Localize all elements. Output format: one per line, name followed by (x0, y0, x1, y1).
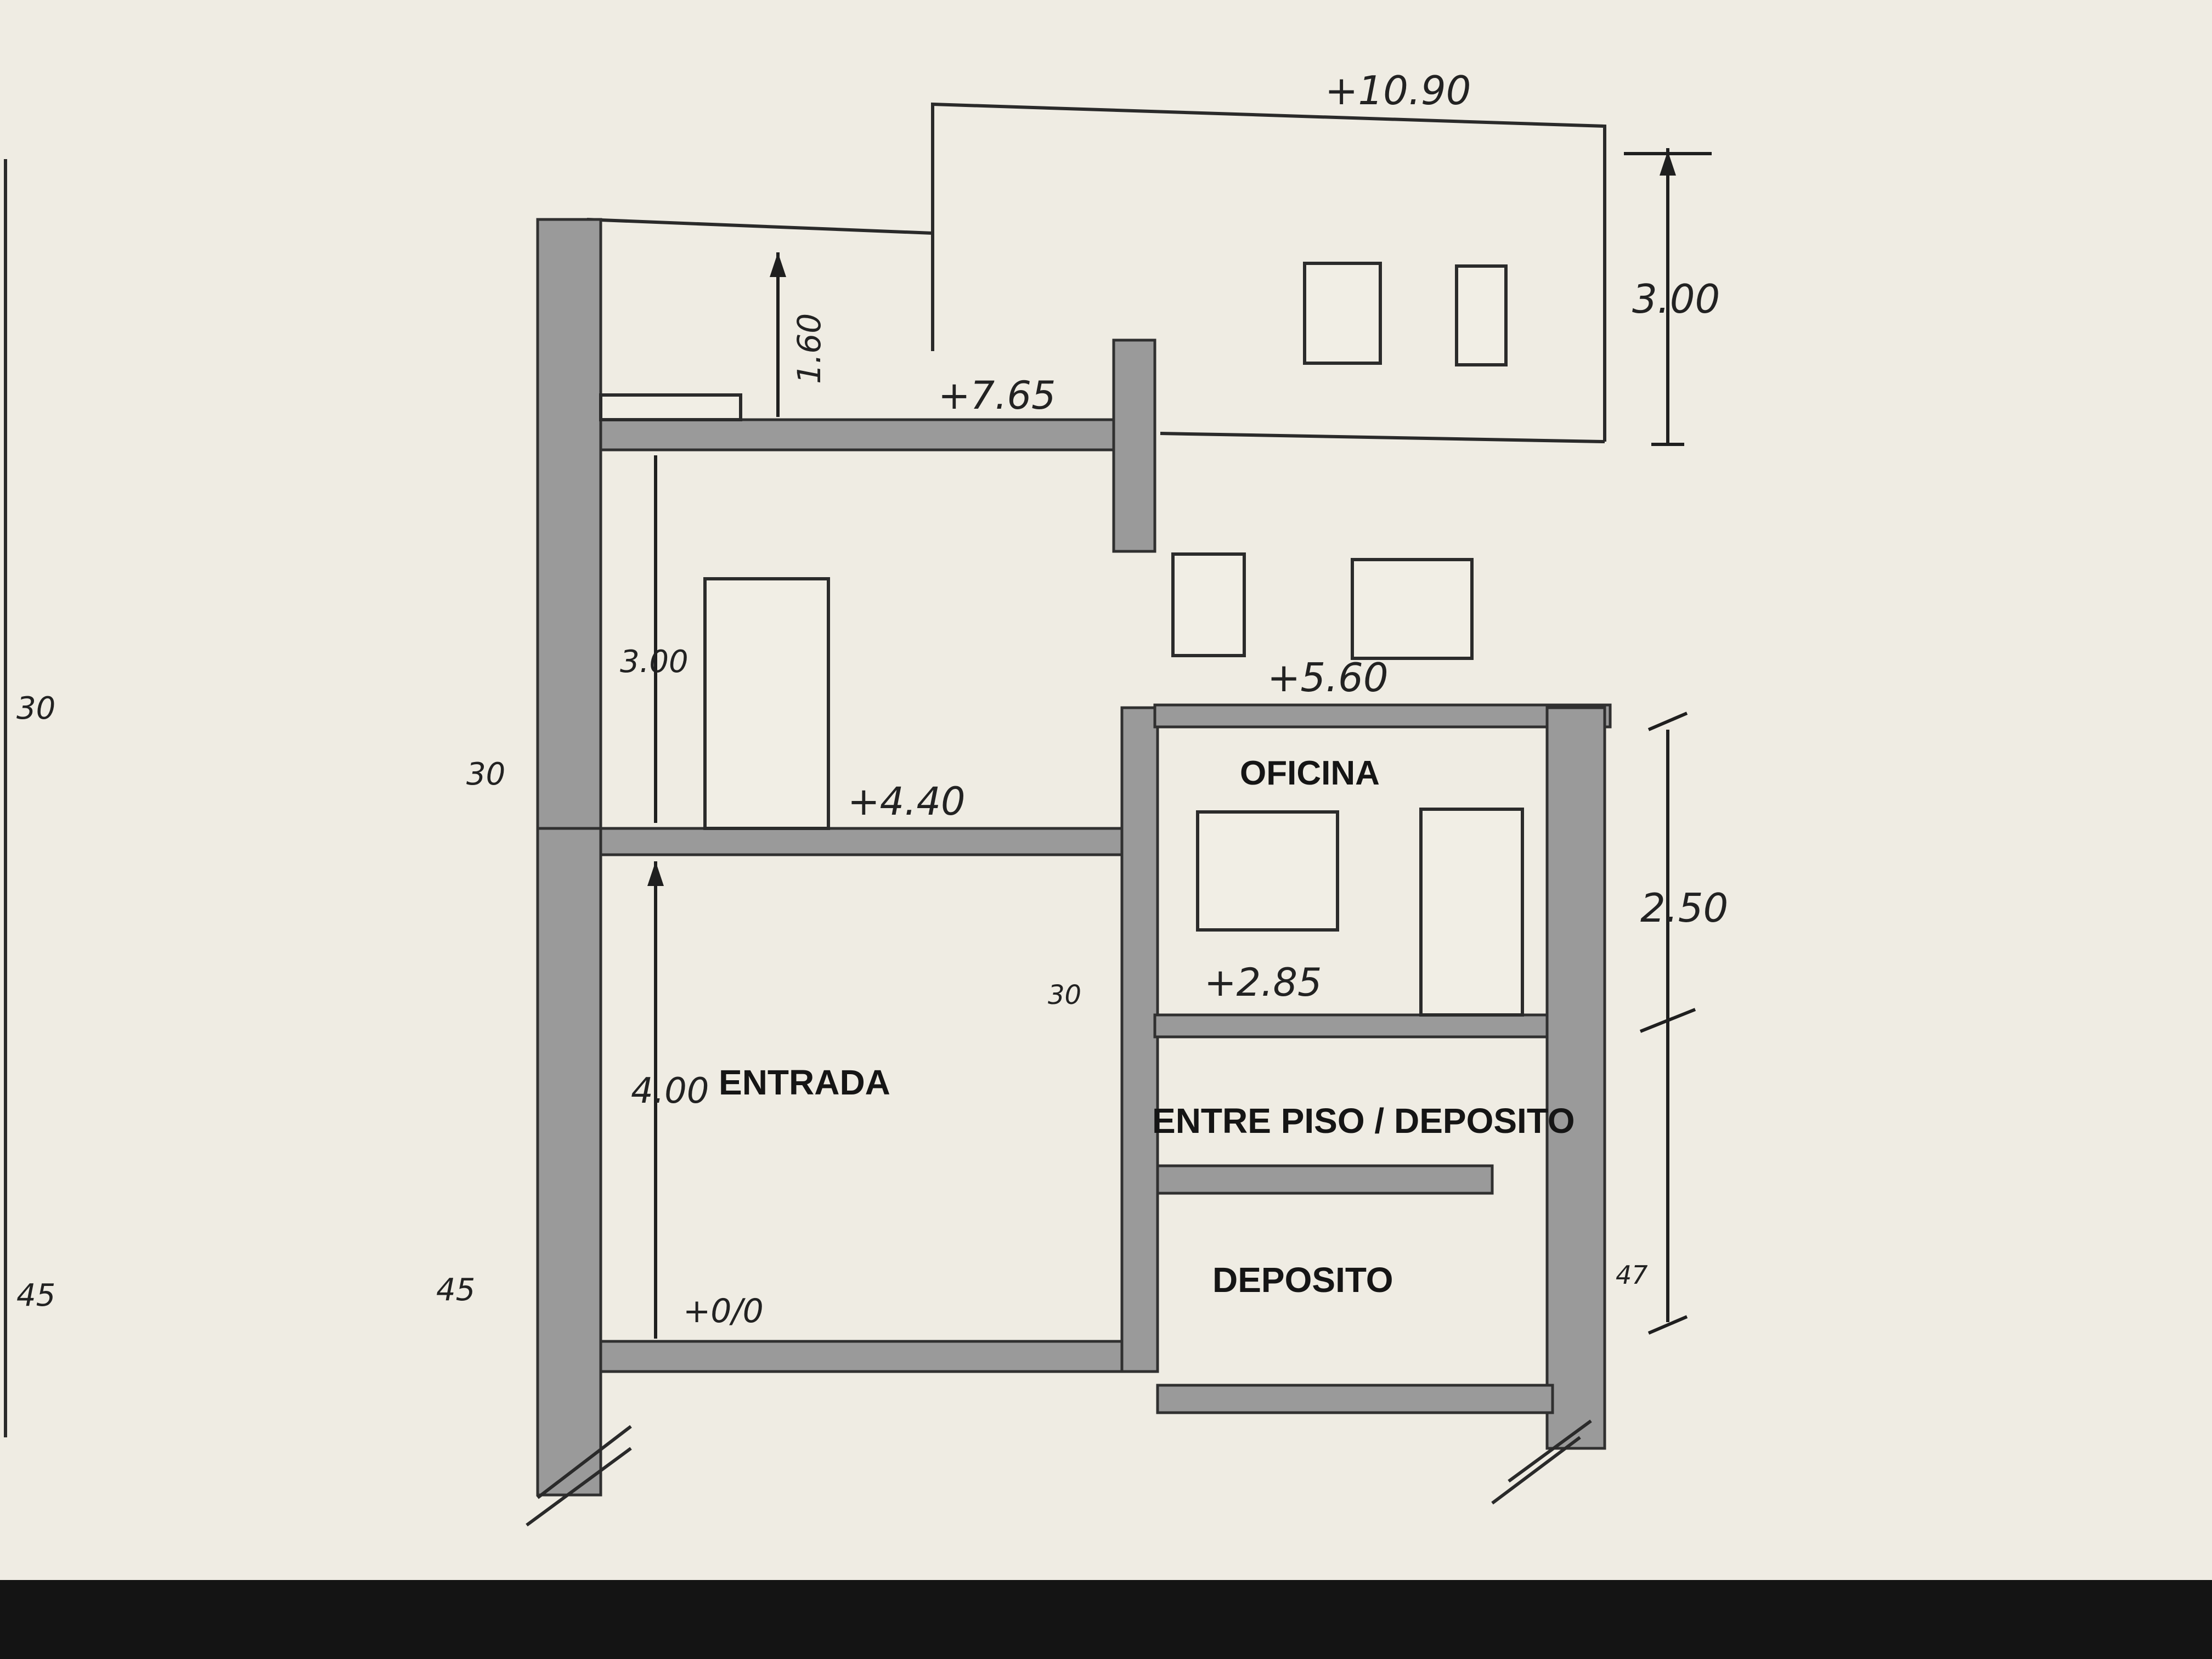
slab-440 (599, 827, 1124, 856)
central-wall-lower (1120, 706, 1159, 1373)
level-285: +2.85 (1204, 960, 1322, 1005)
dim-tick-right-lower-top (1647, 712, 1688, 731)
dim-wall-lower-left: 45 (436, 1272, 475, 1308)
window-upper-left (1303, 262, 1382, 365)
dim-tick-right-lower-mid (1639, 1008, 1696, 1033)
slab-ground (599, 1340, 1151, 1373)
level-560: +5.60 (1267, 654, 1389, 701)
upper-volume-outline (931, 102, 1606, 442)
dim-edge-lower: 45 (16, 1278, 55, 1313)
dim-wall-mid: 30 (1048, 980, 1081, 1011)
foundation-right (1491, 1436, 1581, 1505)
room-entre-piso: ENTRE PISO / DEPOSITO (1152, 1101, 1575, 1141)
slab-deposito (1156, 1384, 1554, 1414)
slab-560 (1153, 703, 1612, 729)
dim-wall-upper: 30 (466, 757, 505, 792)
window-upper-right (1455, 264, 1508, 366)
dim-edge-upper: 30 (16, 691, 55, 726)
level-top: +10.90 (1325, 67, 1471, 114)
left-wall-upper (536, 218, 602, 830)
room-oficina: OFICINA (1240, 754, 1380, 792)
window-middle-left (1171, 552, 1246, 657)
slab-765 (599, 418, 1129, 452)
terrace-floor-line (1160, 432, 1605, 443)
dim-tick-right-lower-bottom (1647, 1315, 1688, 1335)
dim-parapet: 1.60 (791, 313, 828, 384)
foundation-right-inner (1508, 1419, 1592, 1483)
paper-sheet (0, 0, 2212, 1580)
level-765: +7.65 (938, 373, 1056, 418)
slab-285 (1153, 1013, 1549, 1039)
left-wall-lower (536, 827, 602, 1497)
window-middle-right (1351, 558, 1474, 660)
dim-arrow-left-lower (647, 861, 664, 886)
desk-surface (0, 1580, 2212, 1659)
dim-right-upper: 3.00 (1632, 276, 1720, 322)
dim-arrow-parapet (770, 252, 786, 277)
roof-line-left (586, 218, 933, 235)
window-oficina (1196, 810, 1339, 932)
right-wall (1545, 706, 1606, 1450)
room-entrada: ENTRADA (719, 1063, 890, 1102)
foundation-left-inner (537, 1425, 632, 1499)
level-ground: +0/0 (683, 1292, 764, 1330)
room-deposito: DEPOSITO (1212, 1260, 1393, 1300)
level-440: +4.40 (848, 779, 966, 824)
central-wall-upper (1112, 338, 1156, 553)
dim-arrow-right-upper (1660, 151, 1676, 176)
dim-left-middle: 3.00 (620, 644, 689, 680)
mezzanine-slab (1156, 1164, 1494, 1195)
parapet-bench (599, 393, 742, 421)
dim-wall-lower-right: 47 (1616, 1260, 1648, 1290)
door-upper (703, 577, 830, 830)
dim-right-lower: 2.50 (1640, 885, 1728, 931)
foundation-left (526, 1447, 632, 1527)
dim-left-lower: 4.00 (631, 1071, 709, 1111)
door-oficina (1419, 808, 1524, 1017)
